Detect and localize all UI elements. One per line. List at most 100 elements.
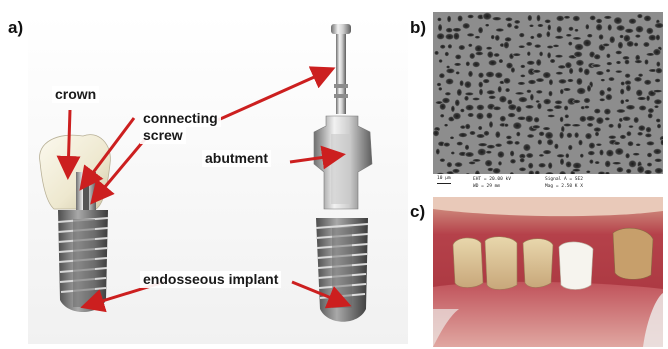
sem-pore [485,160,493,167]
sem-pore [593,127,601,132]
panel-label-c: c) [410,202,425,222]
sem-pore [497,86,502,93]
sem-pore [625,99,630,102]
sem-pore [568,41,573,46]
sem-pore [628,160,637,168]
sem-pore [464,81,472,89]
sem-info-bar: 10 µm EHT = 20.00 kV WD = 29 mm Signal A… [433,174,663,192]
sem-pore [585,133,592,140]
sem-pore [635,25,644,33]
sem-pore [563,123,572,126]
sem-pore [546,109,554,112]
sem-pore [622,56,630,60]
sem-pore [643,15,651,22]
sem-pore [532,125,541,129]
sem-pore [656,61,660,67]
sem-pore [596,71,605,76]
sem-pore [547,115,555,118]
sem-pore [637,132,643,136]
sem-pore [598,34,603,40]
sem-pore [456,141,463,145]
sem-pore [574,43,584,50]
sem-pore [608,135,617,139]
sem-pore [647,162,653,167]
sem-pore [518,45,525,48]
sem-pore [613,17,622,25]
sem-pore [465,92,474,96]
sem-pore [644,79,652,85]
sem-pore [543,127,551,131]
sem-pore [468,70,473,77]
sem-pore [450,136,455,139]
sem-pore [446,162,452,168]
sem-pore [607,24,612,31]
sem-pore [485,71,494,78]
sem-pore [438,87,442,91]
sem-pore [620,135,627,140]
sem-pore [476,104,485,110]
sem-pore [488,95,496,99]
sem-pore [620,88,625,95]
sem-pore [647,113,653,119]
sem-pore [444,124,448,127]
sem-pore [634,60,642,64]
sem-micrograph: 10 µm EHT = 20.00 kV WD = 29 mm Signal A… [433,12,663,192]
sem-pore [498,161,502,166]
sem-pore [599,98,605,101]
sem-pore [514,141,520,145]
sem-pore [439,59,443,63]
sem-pore [572,169,581,172]
sem-pore [646,141,655,146]
sem-pore [517,116,526,120]
sem-pore [523,144,531,152]
sem-pore [617,123,621,129]
sem-pore [453,112,462,120]
sem-pore [464,96,469,102]
sem-pore [456,71,460,75]
sem-pore [634,42,639,47]
sem-pore [653,148,662,154]
sem-pore [636,143,641,146]
sem-pore [608,124,614,129]
sem-pore [637,97,647,101]
sem-pore [516,131,521,136]
sem-pore [625,73,631,78]
sem-pore [437,83,442,87]
sem-pore [589,15,596,20]
sem-pore [519,158,525,163]
sem-pore [556,154,565,158]
sem-pore [583,98,590,104]
sem-pore [516,106,522,113]
sem-pore [554,100,562,104]
sem-pore [519,33,525,38]
sem-pore [580,153,584,158]
sem-pore [626,131,632,137]
sem-pore [606,53,611,58]
sem-pore [605,94,612,101]
sem-pore [645,127,651,133]
sem-pore [439,73,445,79]
sem-pore [530,36,535,40]
sem-pore [544,19,551,23]
sem-pore [634,77,643,82]
sem-pore [643,42,650,48]
sem-pore [433,130,439,137]
sem-pore [555,55,564,58]
sem-pore [492,17,502,21]
sem-pore [587,151,595,156]
sem-pore [458,45,465,51]
sem-pore [437,17,442,21]
sem-pore [514,25,519,29]
sem-pore [548,162,553,169]
sem-pore [454,162,463,167]
sem-pore [574,29,578,32]
sem-pore [653,48,661,55]
sem-pore [475,51,484,55]
sem-pore [434,51,439,56]
sem-pore [447,15,451,22]
sem-pore [457,15,463,22]
sem-pore [568,145,573,151]
sem-pore [536,59,542,67]
sem-pore [439,158,445,162]
sem-pore [499,59,504,64]
